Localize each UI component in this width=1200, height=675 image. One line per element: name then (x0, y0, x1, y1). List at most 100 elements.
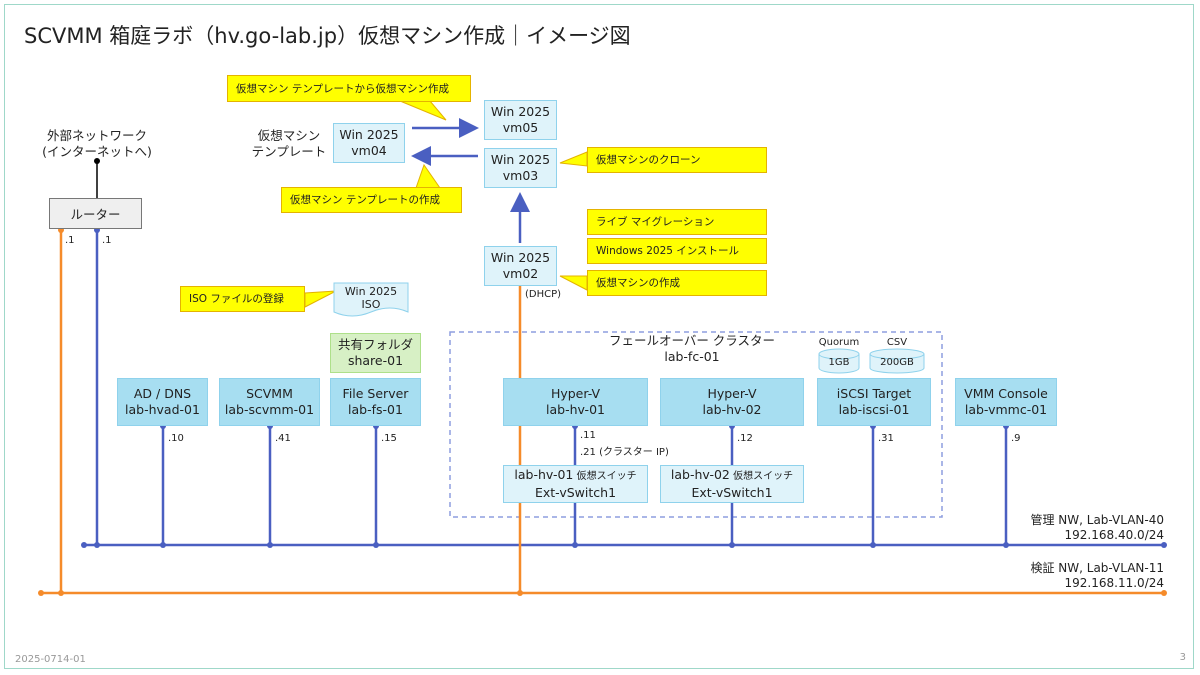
vm05-line2: vm05 (502, 120, 539, 135)
server-hv1-line2: lab-hv-01 (546, 402, 605, 417)
router-label: ルーター (70, 207, 121, 222)
vm02-dhcp-label: (DHCP) (525, 289, 562, 300)
callout-from-template: 仮想マシン テンプレートから仮想マシン作成 (227, 75, 471, 102)
server-hv1-cluster-ip: .21 (クラスター IP) (580, 447, 669, 458)
vm03-box[interactable]: Win 2025 vm03 (484, 148, 557, 188)
server-ad-dns[interactable]: AD / DNS lab-hvad-01 (117, 378, 208, 426)
callout-live-migration: ライブ マイグレーション (587, 209, 767, 235)
server-vmm-console[interactable]: VMM Console lab-vmmc-01 (955, 378, 1057, 426)
server-file-ip: .15 (381, 433, 397, 444)
server-scvmm-line1: SCVMM (246, 386, 293, 401)
server-scvmm[interactable]: SCVMM lab-scvmm-01 (219, 378, 320, 426)
vswitch-hv1-kind: 仮想スイッチ (573, 471, 637, 482)
vm03-line1: Win 2025 (490, 152, 551, 167)
callout-live-migration-text: ライブ マイグレーション (596, 216, 715, 228)
mgmt-network-cidr: 192.168.40.0/24 (1064, 528, 1164, 542)
template-vm04[interactable]: Win 2025 vm04 (333, 123, 405, 163)
server-file[interactable]: File Server lab-fs-01 (330, 378, 421, 426)
callout-create-vm-text: 仮想マシンの作成 (596, 277, 680, 289)
server-vmmc-ip: .9 (1011, 433, 1021, 444)
callout-windows-install: Windows 2025 インストール (587, 238, 767, 264)
cluster-label-line1: フェールオーバー クラスター (608, 333, 776, 348)
vswitch-hv2-host: lab-hv-02 (670, 467, 730, 482)
footer-page-number: 3 (1179, 652, 1186, 663)
external-network-line2: (インターネットへ) (42, 144, 152, 159)
callout-clone-text: 仮想マシンのクローン (596, 154, 701, 166)
vm02-box[interactable]: Win 2025 vm02 (484, 246, 557, 286)
callout-from-template-text: 仮想マシン テンプレートから仮想マシン作成 (236, 82, 450, 95)
share-folder-box[interactable]: 共有フォルダ share-01 (330, 333, 421, 373)
callout-iso-register-text: ISO ファイルの登録 (189, 293, 284, 305)
server-scvmm-line2: lab-scvmm-01 (224, 402, 315, 417)
mgmt-network-name: 管理 NW, Lab-VLAN-40 (1030, 513, 1164, 527)
page-title: SCVMM 箱庭ラボ（hv.go-lab.jp）仮想マシン作成｜イメージ図 (24, 24, 631, 48)
server-hyperv-01[interactable]: Hyper-V lab-hv-01 (503, 378, 648, 426)
csv-disk-icon (869, 348, 925, 374)
server-scvmm-ip: .41 (275, 433, 291, 444)
share-folder-line2: share-01 (347, 353, 404, 368)
callout-iso-register: ISO ファイルの登録 (180, 286, 305, 312)
test-network-name: 検証 NW, Lab-VLAN-11 (1030, 561, 1164, 575)
server-hv1-ip: .11 (580, 430, 596, 441)
callout-windows-install-text: Windows 2025 インストール (596, 245, 740, 257)
server-ad-ip: .10 (168, 433, 184, 444)
external-network-label: 外部ネットワーク (インターネットへ) (38, 128, 156, 160)
server-file-line1: File Server (342, 386, 409, 401)
vswitch-hv1-line2: Ext-vSwitch1 (534, 485, 617, 500)
callout-create-vm: 仮想マシンの作成 (587, 270, 767, 296)
router-ip-right: .1 (102, 235, 112, 246)
footer-doc-id: 2025-0714-01 (15, 654, 86, 665)
test-network-cidr: 192.168.11.0/24 (1064, 576, 1164, 590)
server-iscsi-line1: iSCSI Target (836, 386, 912, 401)
vswitch-hv2-kind: 仮想スイッチ (729, 471, 794, 482)
csv-size: 200GB (880, 357, 914, 368)
cluster-label: フェールオーバー クラスター lab-fc-01 (592, 333, 792, 365)
server-hv2-ip: .12 (737, 433, 753, 444)
slide-frame (4, 4, 1194, 669)
server-vmmc-line2: lab-vmmc-01 (964, 402, 1048, 417)
quorum-label: Quorum (818, 337, 860, 348)
router-ip-left: .1 (65, 235, 75, 246)
server-iscsi[interactable]: iSCSI Target lab-iscsi-01 (817, 378, 931, 426)
vm02-line2: vm02 (502, 266, 539, 281)
iso-document-shape (333, 282, 409, 317)
vm05-line1: Win 2025 (490, 104, 551, 119)
server-ad-line2: lab-hvad-01 (125, 402, 200, 417)
vswitch-hv1-host: lab-hv-01 (514, 467, 574, 482)
vswitch-hv2-line2: Ext-vSwitch1 (691, 485, 773, 500)
server-vmmc-line1: VMM Console (964, 386, 1048, 401)
iso-document[interactable]: Win 2025 ISO (334, 285, 408, 311)
vswitch-hv1-line1: lab-hv-01 仮想スイッチ (514, 467, 636, 485)
share-folder-line1: 共有フォルダ (337, 337, 413, 352)
router-box[interactable]: ルーター (49, 198, 142, 229)
quorum-size: 1GB (828, 357, 850, 368)
server-hyperv-02[interactable]: Hyper-V lab-hv-02 (660, 378, 804, 426)
mgmt-network-label: 管理 NW, Lab-VLAN-40 192.168.40.0/24 (1030, 513, 1164, 543)
server-hv2-line1: Hyper-V (707, 386, 757, 401)
template-label-line2: テンプレート (251, 144, 327, 159)
callout-create-template: 仮想マシン テンプレートの作成 (281, 187, 462, 213)
server-hv1-line1: Hyper-V (550, 386, 601, 401)
iso-document-line2: ISO (361, 298, 381, 311)
server-iscsi-line2: lab-iscsi-01 (838, 402, 910, 417)
external-network-line1: 外部ネットワーク (46, 128, 147, 143)
test-network-label: 検証 NW, Lab-VLAN-11 192.168.11.0/24 (1030, 561, 1164, 591)
template-label: 仮想マシン テンプレート (244, 128, 334, 160)
callout-clone: 仮想マシンのクローン (587, 147, 767, 173)
server-iscsi-ip: .31 (878, 433, 894, 444)
server-ad-line1: AD / DNS (133, 386, 192, 401)
server-hv2-line2: lab-hv-02 (702, 402, 762, 417)
server-file-line2: lab-fs-01 (348, 402, 403, 417)
vswitch-hv2-line1: lab-hv-02 仮想スイッチ (671, 467, 793, 485)
iso-document-line1: Win 2025 (344, 285, 398, 298)
template-vm04-line1: Win 2025 (339, 127, 399, 142)
vm02-line1: Win 2025 (490, 250, 551, 265)
cluster-border (449, 331, 943, 518)
vm03-line2: vm03 (502, 168, 539, 183)
quorum-disk-icon (818, 348, 860, 374)
vswitch-hv1[interactable]: lab-hv-01 仮想スイッチ Ext-vSwitch1 (503, 465, 648, 503)
vswitch-hv2[interactable]: lab-hv-02 仮想スイッチ Ext-vSwitch1 (660, 465, 804, 503)
callout-create-template-text: 仮想マシン テンプレートの作成 (290, 194, 441, 206)
vm05-box[interactable]: Win 2025 vm05 (484, 100, 557, 140)
